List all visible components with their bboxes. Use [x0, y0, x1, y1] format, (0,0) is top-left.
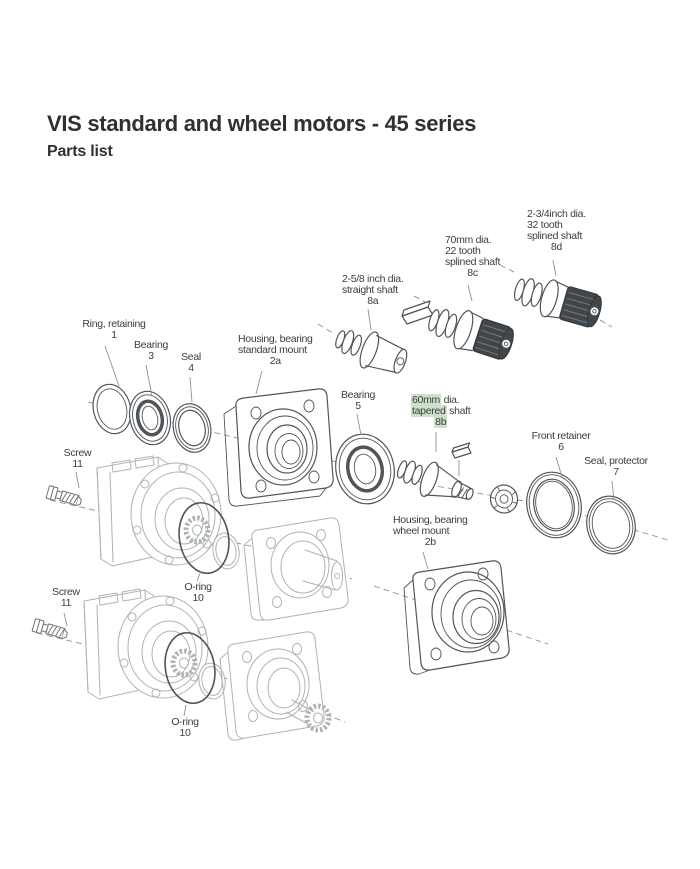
- label-shaft-8c: 70mm dia. 22 tooth splined shaft 8c: [445, 234, 501, 279]
- label-ring-retaining: Ring, retaining 1: [82, 318, 146, 341]
- part-oring-upper: [178, 501, 240, 575]
- label-bearing-3: Bearing 3: [133, 339, 169, 362]
- part-key-8b: [451, 442, 472, 476]
- part-screw-upper: [45, 485, 82, 507]
- part-oring-lower: [164, 631, 226, 705]
- part-ring-retaining: [92, 383, 132, 435]
- label-shaft-8a: 2-5/8 inch dia. straight shaft 8a: [342, 273, 404, 307]
- part-motor-assembly-lower: [84, 589, 208, 699]
- label-front-retainer: Front retainer 6: [531, 430, 591, 453]
- part-shaft-8d: [513, 278, 602, 328]
- part-shaft-8c: [428, 309, 514, 360]
- leader-lines: [63, 259, 615, 717]
- part-shaft-8b: [396, 460, 474, 500]
- page-subtitle: Parts list: [47, 143, 113, 160]
- part-screw-lower: [31, 618, 70, 642]
- label-seal-protector: Seal, protector 7: [584, 455, 648, 478]
- search-highlight: 60mm: [411, 394, 441, 406]
- part-bearing-3: [128, 390, 172, 446]
- label-screw-upper: Screw 11: [63, 447, 92, 470]
- part-shaft-8a: [335, 330, 408, 374]
- part-housing-standard-mount: [223, 388, 334, 507]
- part-bearing-5: [335, 433, 395, 505]
- label-oring-lower: O-ring 10: [171, 716, 199, 739]
- part-housing-wheel-mount: [403, 560, 510, 675]
- label-shaft-8b: 60mm dia. tapered shaft 8b: [411, 394, 471, 428]
- label-screw-lower: Screw 11: [52, 586, 80, 609]
- part-seal-protector: [586, 495, 636, 555]
- page-title: VIS standard and wheel motors - 45 serie…: [47, 111, 477, 136]
- part-castle-nut: [489, 484, 519, 514]
- label-seal-4: Seal 4: [181, 351, 201, 374]
- part-seal-4: [172, 403, 212, 453]
- label-housing-standard-mount: Housing, bearing standard mount 2a: [238, 333, 313, 367]
- part-assembled-standard-motor: [243, 517, 349, 621]
- part-key-8a: [401, 300, 434, 325]
- search-highlight: 8b: [434, 416, 448, 428]
- part-motor-assembly-upper: [96, 455, 222, 567]
- label-housing-wheel-mount: Housing, bearing wheel mount 2b: [393, 514, 468, 548]
- part-assembled-wheel-motor: [219, 631, 332, 741]
- label-shaft-8d: 2-3/4inch dia. 32 tooth splined shaft 8d: [527, 208, 586, 253]
- search-highlight: tapered: [411, 405, 447, 417]
- label-bearing-5: Bearing 5: [340, 389, 376, 412]
- part-front-retainer: [526, 471, 582, 539]
- label-oring-upper: O-ring 10: [184, 581, 212, 604]
